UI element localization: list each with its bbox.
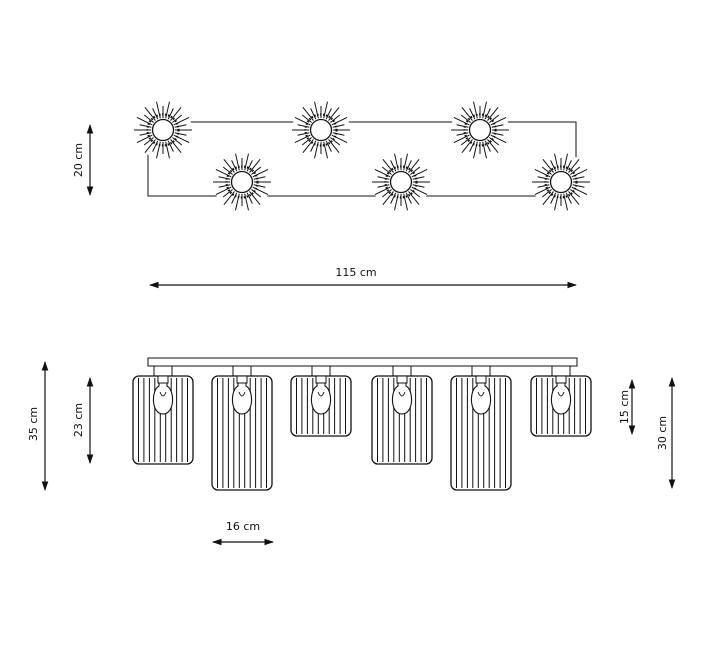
side-lamp-short (530, 365, 592, 437)
shade-ribs (456, 378, 506, 488)
top-lamp (372, 153, 430, 211)
top-view (134, 101, 590, 211)
lamp-rays (451, 101, 509, 159)
top-lamp (292, 101, 350, 159)
lamp-bulb (231, 379, 253, 415)
lamp-rays (213, 153, 271, 211)
side-view-lamps (132, 365, 592, 491)
top-view-base-plate (147, 121, 577, 197)
lamp-bulb (391, 379, 413, 415)
dimension-lines (41, 124, 676, 546)
shade-ribs (217, 378, 267, 488)
shade-ribs (377, 378, 427, 462)
label-tall-shade: 23 cm (72, 403, 85, 437)
side-lamp-short (290, 365, 352, 437)
side-lamp-medium (132, 365, 194, 465)
lamp-socket (151, 118, 175, 142)
side-lamp-tall (211, 365, 273, 491)
lamp-bulb (310, 379, 332, 415)
lamp-bulb (152, 379, 174, 415)
top-lamp (532, 153, 590, 211)
dimension-labels: 20 cm 115 cm 35 cm 23 cm 16 cm 15 cm 30 … (27, 143, 669, 533)
lamp-socket (549, 170, 573, 194)
label-short-shade: 15 cm (618, 390, 631, 424)
lamp-socket (468, 118, 492, 142)
top-lamp (451, 101, 509, 159)
lamp-bulb (550, 379, 572, 415)
lamp-rays (372, 153, 430, 211)
label-total-height: 35 cm (27, 407, 40, 441)
label-total-width: 115 cm (335, 266, 376, 279)
side-lamp-tall (450, 365, 512, 491)
lamp-rays (532, 153, 590, 211)
side-lamp-medium (371, 365, 433, 465)
lamp-socket (230, 170, 254, 194)
lamp-socket (389, 170, 413, 194)
top-lamp (134, 101, 192, 159)
lamp-bulb (470, 379, 492, 415)
label-shade-diameter: 16 cm (226, 520, 260, 533)
lamp-socket (309, 118, 333, 142)
top-lamp (213, 153, 271, 211)
lamp-rays (292, 101, 350, 159)
label-top-height: 20 cm (72, 143, 85, 177)
side-view-base-plate (147, 357, 578, 367)
shade-ribs (138, 378, 188, 462)
lamp-rays (134, 101, 192, 159)
label-right-height: 30 cm (656, 416, 669, 450)
side-view (132, 357, 592, 491)
top-view-lamps (134, 101, 590, 211)
